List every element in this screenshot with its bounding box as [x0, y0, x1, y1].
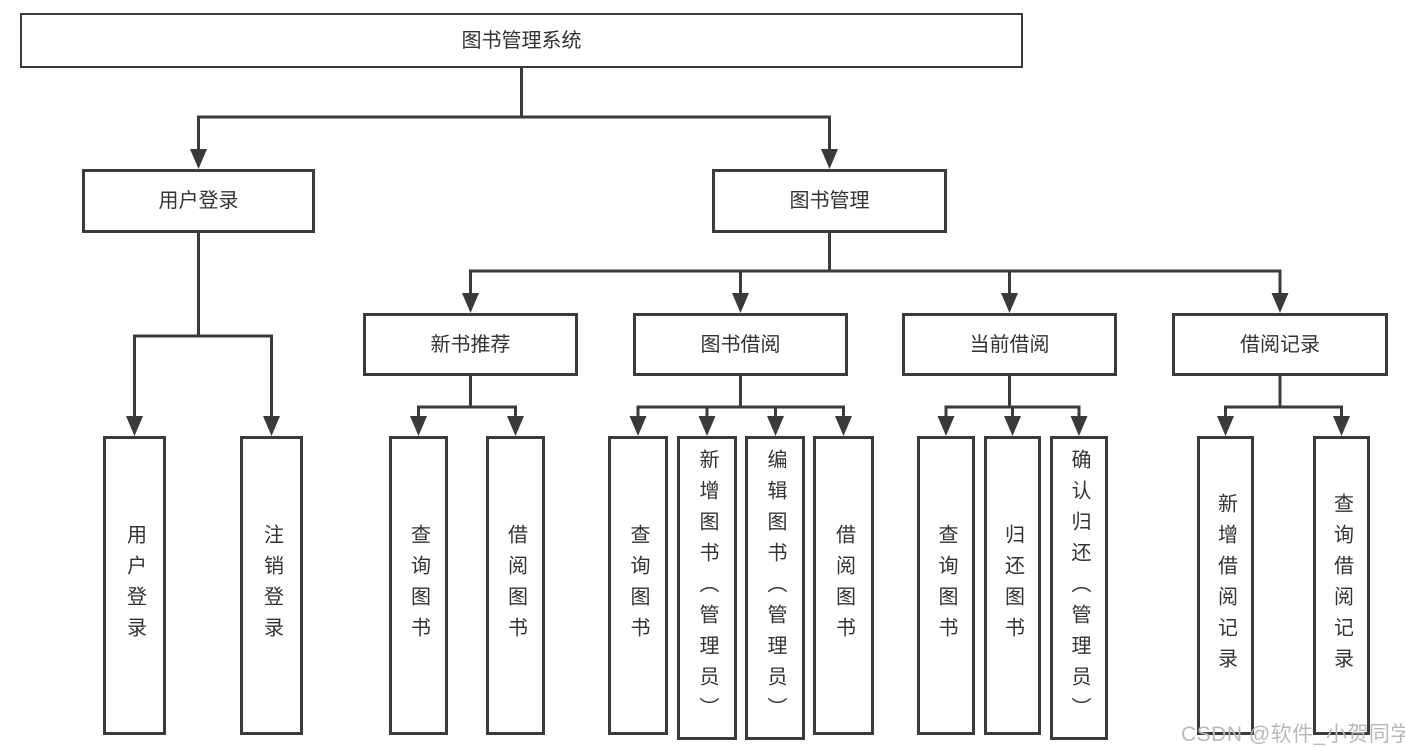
leaf-add-borrow-record: 新增借阅记录 [1197, 436, 1254, 735]
leaf-confirm-return-admin: 确认归还（管理员） [1050, 436, 1108, 740]
leaf-query-borrow-record: 查询借阅记录 [1313, 436, 1370, 735]
node-book-borrowing: 图书借阅 [633, 313, 848, 376]
node-current-borrowing: 当前借阅 [902, 313, 1117, 376]
leaf-query-books-current: 查询图书 [917, 436, 975, 735]
leaf-query-books-recommend: 查询图书 [389, 436, 448, 735]
node-user-login-branch: 用户登录 [82, 169, 315, 233]
node-library-management-system: 图书管理系统 [20, 13, 1023, 68]
leaf-edit-books-admin: 编辑图书（管理员） [745, 436, 805, 740]
leaf-borrow-books-recommend: 借阅图书 [486, 436, 545, 735]
leaf-return-books: 归还图书 [984, 436, 1041, 735]
node-borrowing-records: 借阅记录 [1172, 313, 1388, 376]
leaf-query-books-borrowing: 查询图书 [608, 436, 668, 735]
watermark: CSDN @软件_小贺同学 [1181, 723, 1405, 746]
leaf-add-books-admin: 新增图书（管理员） [677, 436, 737, 740]
leaf-user-login: 用户登录 [103, 436, 166, 735]
leaf-logout: 注销登录 [240, 436, 303, 735]
node-book-management-branch: 图书管理 [712, 169, 947, 233]
node-new-book-recommendation: 新书推荐 [363, 313, 578, 376]
leaf-borrow-books: 借阅图书 [813, 436, 874, 735]
